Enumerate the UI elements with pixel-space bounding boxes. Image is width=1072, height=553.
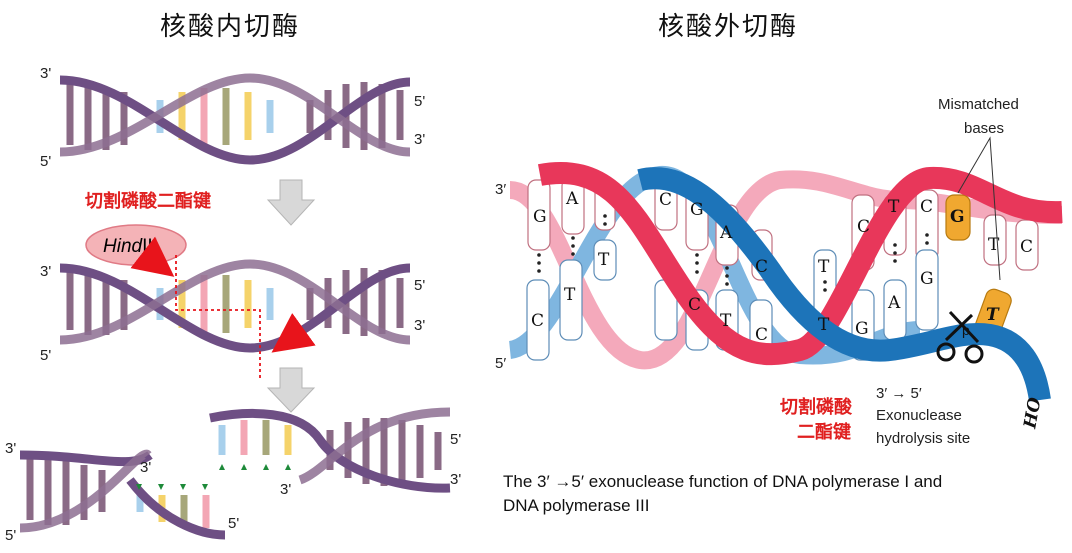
dna-helix-intact [59,73,411,165]
frag2-end-3-right: 3' [450,471,461,488]
helix1-end-5-bottom: 5' [40,153,51,170]
helix1-end-3-top: 3' [40,65,51,82]
caption-line-1: The 3′ →5′ exonuclease function of DNA p… [503,472,943,491]
mismatch-base-g: G [950,207,965,227]
cut-bond-label-right-1: 切割磷酸 [780,396,853,418]
phosphate-label: p [962,322,970,338]
helix2-end-3-top: 3' [40,263,51,280]
frag1-end-5: 5' [5,527,16,544]
dna-helix-cut [59,255,411,380]
hydrolysis-site-label: hydrolysis site [876,430,970,447]
exo-base-letters: G A C G A C C T C G T C C T T C T C T T … [531,189,1033,345]
frag2-end-3-inner: 3' [280,481,291,498]
mismatched-label-2: bases [964,120,1004,137]
base-lower-2: T [564,285,576,305]
dna-fragment-left [19,449,226,540]
caption-line-2: DNA polymerase III [503,496,650,515]
frag2-end-5-right: 5' [450,431,461,448]
frag1-end-3: 3' [5,440,16,457]
exo-end-5-bottom: 5′ [495,355,506,372]
mismatched-label-1: Mismatched [938,96,1019,113]
frag1-end-5-inner: 5' [228,515,239,532]
exonuclease-title: 核酸外切酶 [658,12,799,42]
direction-label: 3′ → 5′ [876,385,922,402]
frag1-end-3-inner: 3' [140,459,151,476]
base-lower-1: C [531,311,544,331]
base-upper-11: C [920,197,933,217]
base-upper-5: G [690,200,704,220]
base-lower-3: T [598,250,610,270]
base-upper-2: A [565,189,579,209]
helix2-end-5-bottom: 5' [40,347,51,364]
base-upper-1: G [533,207,547,227]
hindiii-roman: III [142,236,158,257]
extra-base-2: C [1020,237,1033,257]
cut-arrow-top [130,236,175,277]
green-arrows-left [136,484,208,490]
hindiii-label: HindIII [103,236,158,257]
scissors-icon [936,310,984,364]
green-arrows-right [219,464,291,470]
base-lower-9: G [855,319,869,339]
base-upper-4: C [659,190,672,210]
oh-label: HO [1020,396,1045,431]
base-upper-6: A [719,223,733,243]
base-upper-10: T [888,197,900,217]
mismatch-pointer [957,136,1001,281]
dna-fragment-right [209,407,451,493]
mismatch-base-t: T [986,305,1000,325]
exo-end-3-top: 3′ [495,181,506,198]
base-lower-8b: T [818,315,830,335]
base-lower-11: G [920,269,934,289]
hindiii-italic: Hind [103,236,144,257]
cut-bond-label-right-2: 二酯键 [797,421,851,443]
down-arrow-2 [266,367,316,413]
helix2-end-3-right: 3' [414,317,425,334]
base-upper-9: C [857,217,870,237]
helix1-end-5-right: 5' [414,93,425,110]
helix2-end-5-right: 5' [414,277,425,294]
cut-arrow-bottom [271,313,316,353]
exonuclease-dna [507,162,1063,402]
base-lower-8: T [818,257,830,277]
exonuclease-label: Exonuclease [876,407,962,424]
endonuclease-title: 核酸内切酶 [160,12,301,42]
down-arrow-1 [266,179,316,226]
base-upper-7: C [755,257,768,277]
base-lower-7: C [755,325,768,345]
base-lower-5: C [688,295,701,315]
base-lower-6: T [720,311,732,331]
figure-caption: The 3′ →5′ exonuclease function of DNA p… [503,470,1063,518]
base-lower-10: A [887,293,901,313]
helix1-end-3-right: 3' [414,131,425,148]
cut-bond-label-left: 切割磷酸二酯键 [85,190,211,212]
